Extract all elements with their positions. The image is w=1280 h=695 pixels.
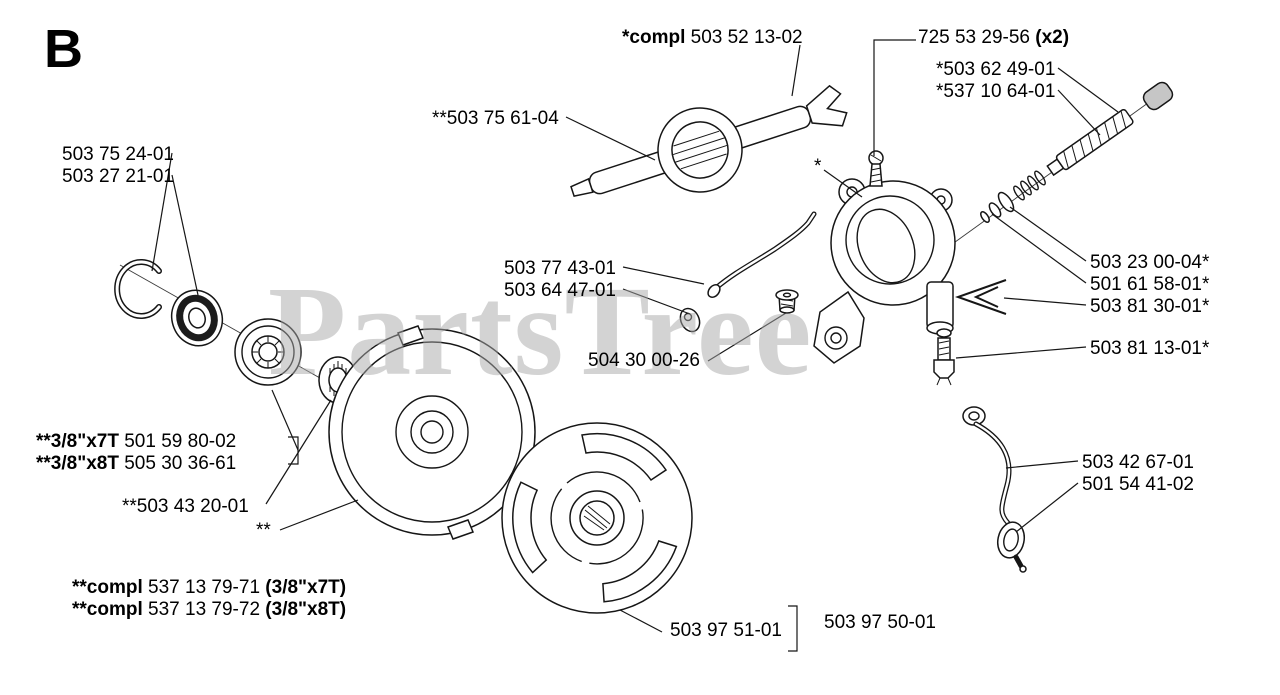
mounting-screw-drawing — [868, 150, 884, 187]
label-text: 537 13 79-72 — [142, 599, 266, 620]
rim-sprocket-drawing — [234, 318, 302, 386]
part-label-503-81-30-01: 503 81 30-01* — [1090, 296, 1210, 317]
part-label-537-10-64-01: *537 10 64-01 — [936, 81, 1056, 102]
part-label-505-30-36-61: **3/8"x8T 505 30 36-61 — [36, 453, 236, 475]
part-label-501-61-58-01: 501 61 58-01* — [1090, 274, 1210, 295]
oil-pump-body-drawing — [813, 178, 956, 364]
drive-shaft-drawing — [1046, 81, 1174, 177]
part-label-503-64-47-01: 503 64 47-01 — [504, 280, 616, 301]
part-label-503-75-24-01: 503 75 24-01 — [62, 144, 174, 165]
part-label-pump-asterisk: * — [814, 156, 822, 177]
clutch-assembly-drawing — [501, 422, 693, 614]
part-label-503-62-49-01: *503 62 49-01 — [936, 59, 1056, 80]
label-text: 501 59 80-02 — [118, 431, 237, 452]
part-label-501-59-80-02: **3/8"x7T 501 59 80-02 — [36, 431, 236, 453]
part-label-725-53-29-56: 725 53 29-56 (x2) — [918, 27, 1069, 49]
part-label-501-54-41-02: 501 54 41-02 — [1082, 474, 1194, 495]
direction-arrow-drawing — [955, 279, 1007, 315]
spring-washers-drawing — [980, 170, 1046, 223]
part-label-537-13-79-72: **compl 537 13 79-72 (3/8"x8T) — [72, 599, 346, 621]
part-label-503-52-13-02: *compl 503 52 13-02 — [622, 27, 803, 49]
clutch-drum-drawing — [328, 325, 536, 540]
label-bold-suffix: (3/8"x7T) — [265, 577, 347, 598]
section-letter: B — [44, 19, 83, 79]
label-text: 505 30 36-61 — [118, 453, 237, 474]
part-label-503-23-00-04: 503 23 00-04* — [1090, 252, 1210, 273]
label-bold-prefix: **3/8"x7T — [36, 431, 119, 452]
label-bold-suffix: (x2) — [1035, 27, 1070, 48]
label-text: 725 53 29-56 — [918, 27, 1036, 48]
seal-washer-drawing — [170, 289, 224, 347]
part-label-537-13-79-71: **compl 537 13 79-71 (3/8"x7T) — [72, 577, 346, 599]
part-label-503-77-43-01: 503 77 43-01 — [504, 258, 616, 279]
label-text: 503 52 13-02 — [685, 27, 803, 48]
label-bold-suffix: (3/8"x8T) — [265, 599, 347, 620]
label-bold-prefix: **compl — [72, 599, 143, 620]
part-label-503-43-20-01: **503 43 20-01 — [122, 496, 249, 517]
wire-retainer-drawing — [707, 211, 817, 299]
label-text: 537 13 79-71 — [142, 577, 266, 598]
oiler-valve-drawing — [933, 328, 955, 386]
part-label-503-81-13-01: 503 81 13-01* — [1090, 338, 1210, 359]
label-bold-prefix: **3/8"x8T — [36, 453, 119, 474]
part-label-503-75-61-04: **503 75 61-04 — [432, 108, 559, 129]
part-label-drum-asterisks: ** — [256, 520, 271, 541]
snap-ring-drawing — [114, 259, 162, 319]
part-label-503-97-50-01: 503 97 50-01 — [824, 612, 936, 633]
part-label-504-30-00-26: 504 30 00-26 — [588, 350, 700, 371]
part-label-503-97-51-01: 503 97 51-01 — [670, 620, 782, 641]
oil-fitting-drawing — [775, 289, 799, 314]
grommet-drawing — [679, 307, 701, 333]
label-bold-prefix: *compl — [622, 27, 686, 48]
part-label-503-27-21-01: 503 27 21-01 — [62, 166, 174, 187]
leader-lines — [151, 39, 1119, 652]
oil-hose-drawing — [962, 406, 1027, 573]
combination-tool-drawing — [570, 84, 848, 198]
label-bold-prefix: **compl — [72, 577, 143, 598]
part-label-503-42-67-01: 503 42 67-01 — [1082, 452, 1194, 473]
